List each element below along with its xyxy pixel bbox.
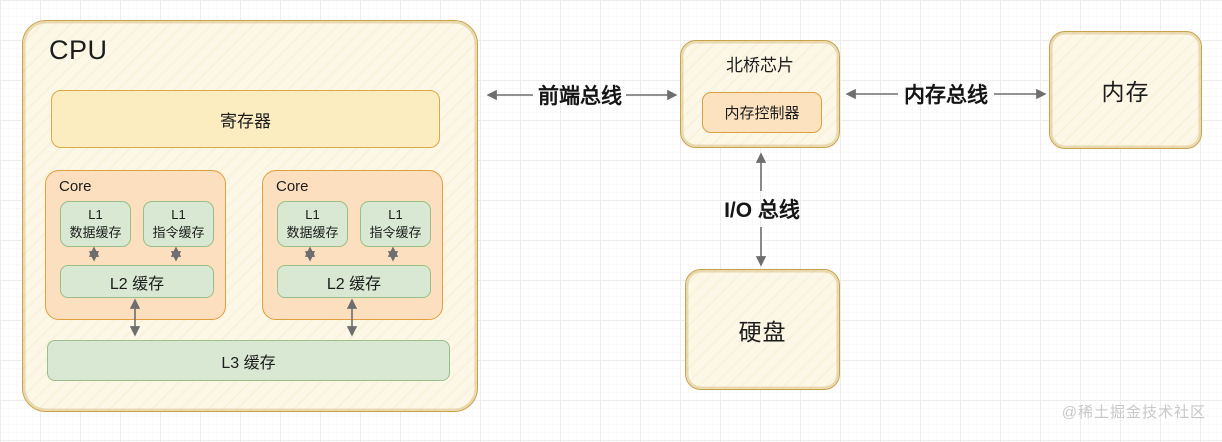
northbridge-node: 北桥芯片 内存控制器	[680, 40, 840, 148]
l1-instruction-cache-line2: 指令缓存	[152, 225, 205, 240]
l2-cache-label: L2 缓存	[326, 275, 382, 293]
memory-controller-node: 内存控制器	[702, 92, 822, 133]
watermark: @稀土掘金技术社区	[1061, 404, 1206, 421]
l1-data-cache-line2: 数据缓存	[69, 225, 122, 240]
memory-controller-label: 内存控制器	[724, 105, 800, 122]
disk-node: 硬盘	[685, 269, 840, 390]
l1-data-cache-node: L1 数据缓存	[60, 201, 131, 247]
core-node: Core L1 数据缓存 L1 指令缓存 L2 缓存	[45, 170, 226, 320]
l1-instruction-cache-node: L1 指令缓存	[143, 201, 214, 247]
io-bus-label: I/O 总线	[724, 199, 800, 222]
l1-instruction-cache-node: L1 指令缓存	[360, 201, 431, 247]
core-label: Core	[59, 178, 92, 195]
l2-cache-node: L2 缓存	[277, 265, 431, 298]
northbridge-label: 北桥芯片	[726, 56, 794, 75]
core-node: Core L1 数据缓存 L1 指令缓存 L2 缓存	[262, 170, 443, 320]
core-label: Core	[276, 178, 309, 195]
cpu-label: CPU	[49, 35, 108, 65]
registers-node: 寄存器	[51, 90, 440, 148]
l1-data-cache-line1: L1	[88, 207, 103, 223]
memory-bus-label: 内存总线	[904, 84, 988, 107]
memory-label: 内存	[1101, 79, 1150, 105]
l1-instruction-cache-line1: L1	[388, 207, 403, 223]
l1-data-cache-node: L1 数据缓存	[277, 201, 348, 247]
disk-label: 硬盘	[738, 318, 787, 345]
memory-node: 内存	[1049, 31, 1202, 149]
l2-cache-label: L2 缓存	[109, 275, 165, 293]
l2-cache-node: L2 缓存	[60, 265, 214, 298]
l1-instruction-cache-line2: 指令缓存	[369, 225, 422, 240]
l3-cache-node: L3 缓存	[47, 340, 450, 381]
l3-cache-label: L3 缓存	[221, 354, 276, 372]
l1-instruction-cache-line1: L1	[171, 207, 186, 223]
l1-data-cache-line2: 数据缓存	[286, 225, 339, 240]
l1-data-cache-line1: L1	[305, 207, 320, 223]
registers-label: 寄存器	[220, 111, 271, 131]
front-side-bus-label: 前端总线	[538, 85, 622, 108]
